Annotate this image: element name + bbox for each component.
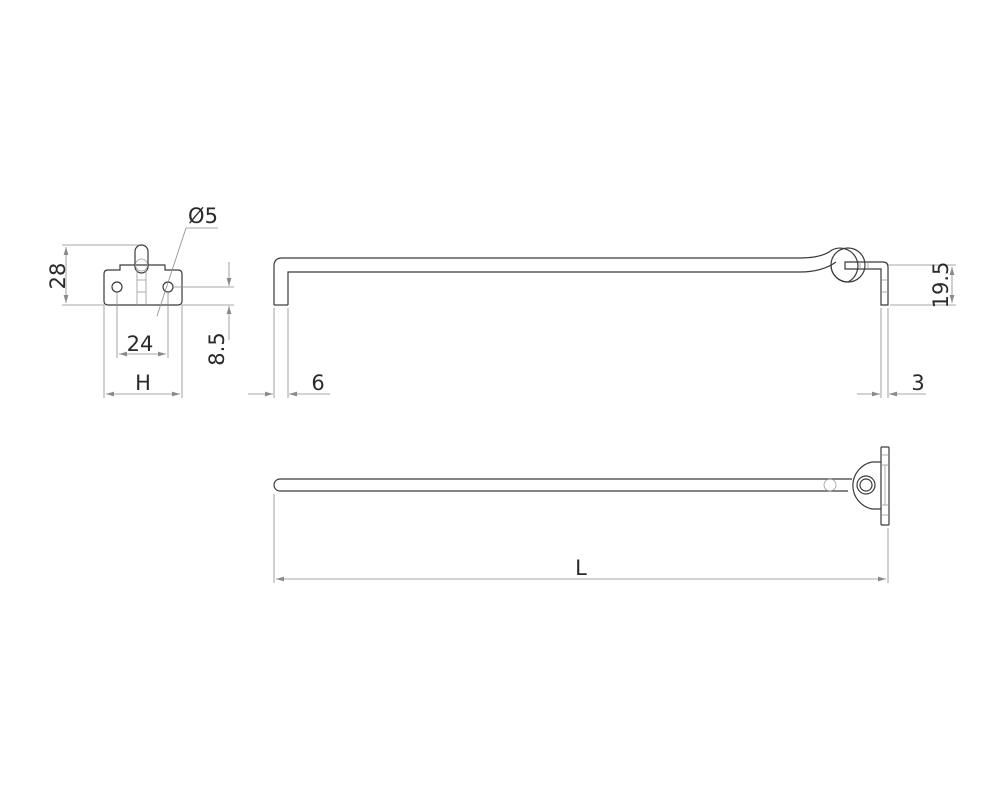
hook-top-view xyxy=(273,446,890,526)
dim-staple-height: 19.5 xyxy=(888,262,956,309)
dim-label-3: 3 xyxy=(911,371,924,395)
hook-front-view xyxy=(273,247,889,306)
dim-hole-diameter: Ø5 xyxy=(156,204,218,317)
dim-rod-thickness: 6 xyxy=(248,308,330,398)
dim-plate-width: H xyxy=(103,305,183,398)
dim-label-8-5: 8.5 xyxy=(205,332,229,365)
dim-label-6: 6 xyxy=(311,371,324,395)
dim-hole-spacing: 24 xyxy=(116,292,169,358)
mounting-hole-left xyxy=(111,281,123,293)
dim-label-19-5: 19.5 xyxy=(929,262,953,309)
dim-label-24: 24 xyxy=(127,332,154,356)
dim-label-h: H xyxy=(135,371,151,395)
dim-label-28: 28 xyxy=(46,263,70,290)
dim-hole-offset: 8.5 xyxy=(174,262,234,366)
dim-overall-length: L xyxy=(273,494,889,583)
dim-staple-thickness: 3 xyxy=(857,308,926,398)
dim-plate-height: 28 xyxy=(46,244,140,306)
dim-label-diameter: Ø5 xyxy=(188,204,218,228)
dim-label-l: L xyxy=(575,556,587,580)
